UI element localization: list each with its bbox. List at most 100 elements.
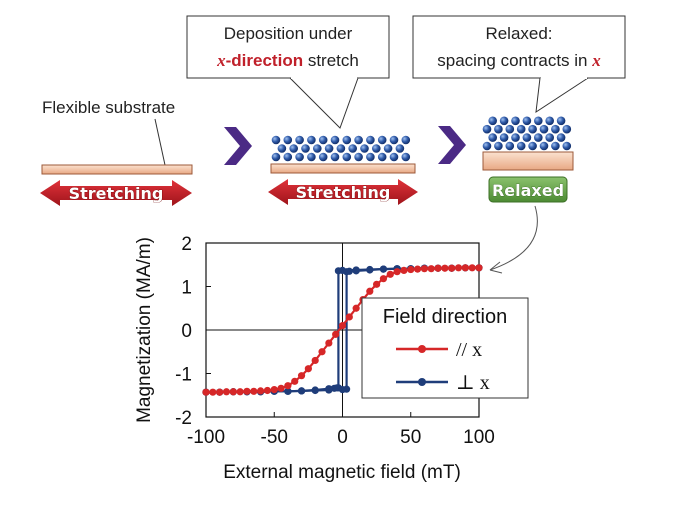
data-point xyxy=(297,387,306,395)
atom xyxy=(307,135,316,145)
data-point xyxy=(427,265,435,273)
legend-swatch-marker xyxy=(418,378,426,386)
atom xyxy=(372,144,381,153)
series-layer xyxy=(202,264,483,396)
atom xyxy=(516,124,526,134)
callout-relaxed-box xyxy=(412,15,626,79)
atom xyxy=(342,135,352,145)
callout-deposition-tail xyxy=(289,77,359,129)
callout-deposition-var: x xyxy=(216,51,226,70)
atom xyxy=(295,152,304,162)
data-point xyxy=(448,264,456,272)
atom xyxy=(499,116,509,126)
data-point xyxy=(373,280,381,288)
atom xyxy=(348,144,358,153)
data-point xyxy=(284,382,292,390)
atom-array-panel-3 xyxy=(482,116,572,151)
data-point xyxy=(325,386,333,394)
data-point xyxy=(366,266,374,274)
atom xyxy=(499,133,509,142)
atom xyxy=(366,135,375,145)
data-point xyxy=(434,264,442,272)
data-point xyxy=(318,348,326,356)
atom xyxy=(539,141,549,151)
atom xyxy=(528,124,537,134)
atom xyxy=(511,116,520,126)
atom xyxy=(522,133,532,142)
callout-deposition-tail-text: stretch xyxy=(303,51,359,70)
atom xyxy=(545,116,554,126)
atom xyxy=(534,116,543,126)
atom xyxy=(545,133,554,142)
stretching-label-1: Stretching xyxy=(69,184,164,203)
atom xyxy=(505,124,515,134)
chevron-right-icon xyxy=(224,127,252,165)
substrate-panel-3 xyxy=(482,151,574,171)
atom xyxy=(395,144,405,153)
atom xyxy=(383,144,393,153)
callout-deposition-box xyxy=(186,15,390,79)
atom xyxy=(360,144,369,153)
data-point xyxy=(366,287,374,295)
data-point xyxy=(379,265,388,273)
y-tick-label: 0 xyxy=(181,321,192,342)
atom xyxy=(562,124,572,134)
atom xyxy=(330,152,340,162)
data-point xyxy=(291,377,299,385)
data-point xyxy=(297,372,306,380)
data-point xyxy=(461,264,469,272)
callout-deposition-direction: -direction xyxy=(226,51,303,70)
data-point xyxy=(311,356,319,365)
atom xyxy=(482,124,492,134)
callout-relaxed-tail xyxy=(535,77,589,114)
data-point xyxy=(243,387,251,395)
atom xyxy=(522,116,532,126)
data-point xyxy=(202,388,210,396)
substrate-panel-1 xyxy=(41,164,193,175)
atom xyxy=(389,135,399,145)
callout-deposition-line1: Deposition under xyxy=(224,24,353,43)
atom xyxy=(324,144,334,153)
legend-label: // x xyxy=(456,339,482,361)
x-tick-label: 50 xyxy=(400,427,421,448)
legend: Field direction // x⊥ x xyxy=(361,297,529,399)
x-tick-label: 100 xyxy=(463,427,495,448)
data-point xyxy=(379,275,388,283)
callout-relaxed-text: spacing contracts in xyxy=(437,51,592,70)
callout-deposition-line2: x-direction stretch xyxy=(216,51,359,70)
atom xyxy=(271,152,281,162)
data-point xyxy=(338,322,347,330)
data-point xyxy=(277,384,285,392)
data-point xyxy=(454,264,463,272)
atom xyxy=(401,152,411,162)
atom xyxy=(377,135,387,145)
substrate-panel-2 xyxy=(270,163,416,174)
relaxed-badge-label: Relaxed xyxy=(492,181,564,200)
atom xyxy=(539,124,549,134)
atom xyxy=(342,152,352,162)
data-point xyxy=(263,386,272,395)
chevron-right-icon xyxy=(438,126,466,164)
atom xyxy=(307,152,316,162)
callout-relaxed-line1: Relaxed: xyxy=(485,24,552,43)
atom xyxy=(289,144,299,153)
atom xyxy=(277,144,287,153)
atom-array-panel-2 xyxy=(271,135,411,162)
data-point xyxy=(393,268,401,276)
data-point xyxy=(352,304,360,312)
stretching-arrow-2: Stretching xyxy=(268,179,418,205)
callout-deposition-tail-fill xyxy=(290,78,358,128)
atom xyxy=(534,133,543,142)
data-point xyxy=(222,388,231,396)
atom xyxy=(488,133,498,142)
data-point xyxy=(304,365,312,373)
data-point xyxy=(413,265,422,273)
data-point xyxy=(345,313,353,321)
y-tick-label: 2 xyxy=(181,234,192,255)
data-point xyxy=(475,264,483,272)
atom xyxy=(354,152,363,162)
data-point xyxy=(352,267,360,275)
data-point xyxy=(311,386,319,395)
